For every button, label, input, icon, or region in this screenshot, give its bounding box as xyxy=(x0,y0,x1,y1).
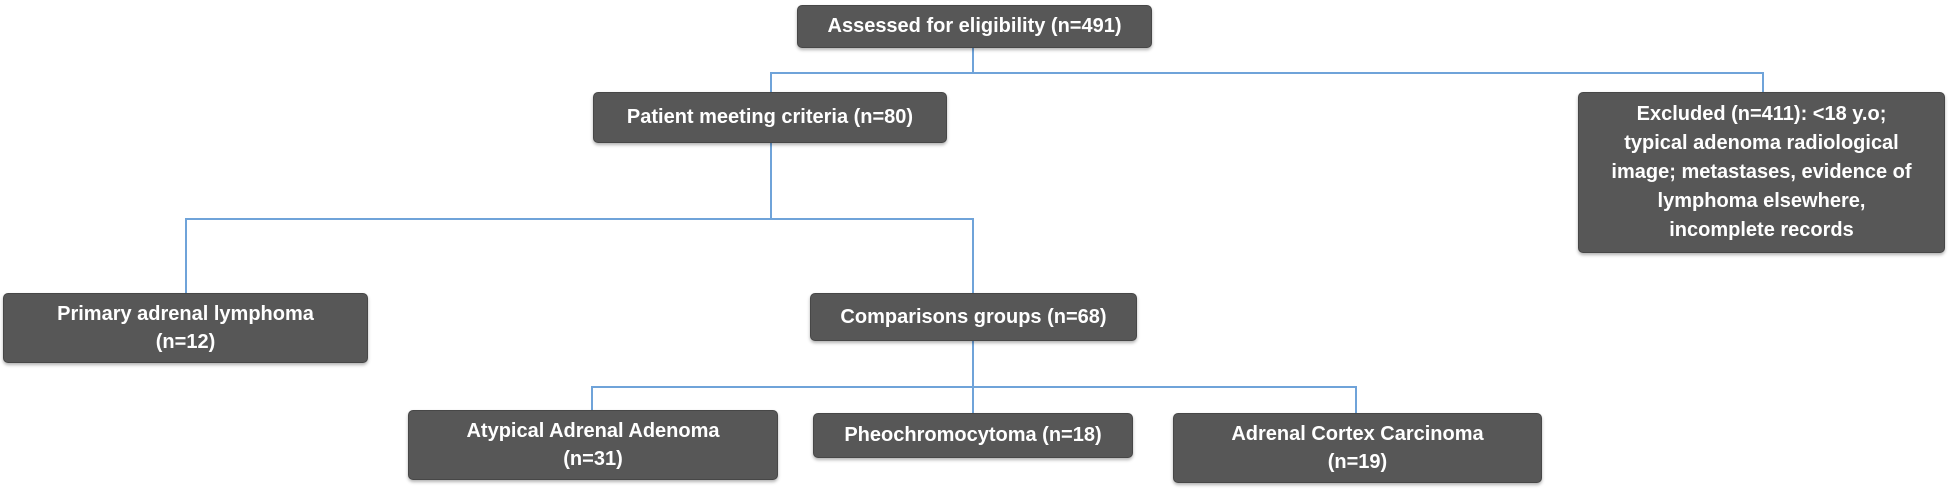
connector-comparisons-drop xyxy=(972,218,974,294)
node-assessed-for-eligibility: Assessed for eligibility (n=491) xyxy=(797,5,1152,48)
connector-carcinoma-drop xyxy=(1355,386,1357,414)
node-comparisons-groups: Comparisons groups (n=68) xyxy=(810,293,1137,341)
connector-excluded-drop xyxy=(1762,72,1764,93)
node-patient-meeting-criteria: Patient meeting criteria (n=80) xyxy=(593,92,947,143)
connector-atypical-drop xyxy=(591,386,593,411)
connector-primary-drop xyxy=(185,218,187,294)
connector-patient-drop xyxy=(770,72,772,93)
node-label: Pheochromocytoma (n=18) xyxy=(844,424,1102,446)
node-pheochromocytoma: Pheochromocytoma (n=18) xyxy=(813,413,1133,458)
connector-assessed-stem xyxy=(972,48,974,74)
node-excluded: Excluded (n=411): <18 y.o; typical adeno… xyxy=(1578,92,1945,253)
node-adrenal-cortex-carcinoma: Adrenal Cortex Carcinoma (n=19) xyxy=(1173,413,1542,483)
node-label: Excluded (n=411): <18 y.o; typical adeno… xyxy=(1611,103,1912,241)
node-label: Atypical Adrenal Adenoma (n=31) xyxy=(466,420,720,470)
connector-comparisons-stem xyxy=(972,341,974,414)
node-label: Patient meeting criteria (n=80) xyxy=(626,106,914,128)
connector-level2-horizontal xyxy=(185,218,974,220)
node-atypical-adrenal-adenoma: Atypical Adrenal Adenoma (n=31) xyxy=(408,410,778,480)
node-primary-adrenal-lymphoma: Primary adrenal lymphoma (n=12) xyxy=(3,293,368,363)
connector-patient-stem xyxy=(770,143,772,220)
connector-level1-horizontal xyxy=(770,72,1764,74)
node-label: Comparisons groups (n=68) xyxy=(840,305,1107,328)
node-label: Assessed for eligibility (n=491) xyxy=(827,15,1122,37)
connector-level3-horizontal xyxy=(591,386,1357,388)
node-label: Primary adrenal lymphoma (n=12) xyxy=(57,303,314,353)
node-label: Adrenal Cortex Carcinoma (n=19) xyxy=(1231,423,1484,473)
